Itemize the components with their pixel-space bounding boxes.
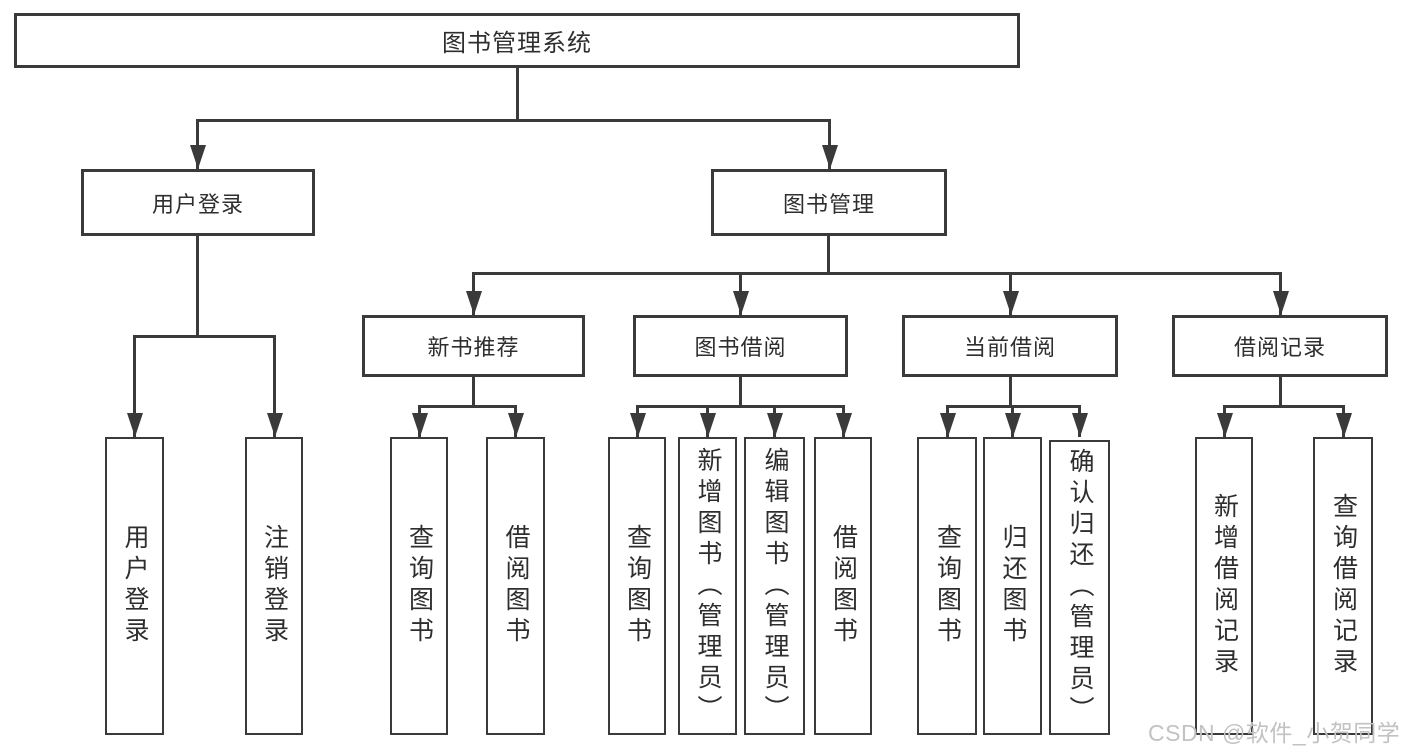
leaf-confirm-return-admin: 确认归还（管理员） bbox=[1049, 440, 1110, 735]
csdn-watermark: CSDN @软件_小贺同学 bbox=[1148, 720, 1401, 746]
leaf-query-borrow-record: 查询借阅记录 bbox=[1313, 437, 1373, 735]
leaf-query-books-current: 查询图书 bbox=[917, 437, 977, 735]
node-book-borrowing: 图书借阅 bbox=[633, 315, 848, 377]
leaf-query-books-borrow: 查询图书 bbox=[608, 437, 666, 735]
node-new-book-recommendation: 新书推荐 bbox=[362, 315, 585, 377]
leaf-logout: 注销登录 bbox=[245, 437, 303, 735]
leaf-query-books-rec: 查询图书 bbox=[390, 437, 448, 735]
arrow-book-borrow-leaf-1 bbox=[636, 405, 639, 437]
arrow-to-borrow-records bbox=[1279, 272, 1282, 315]
connector-book-borrow-stem bbox=[739, 377, 742, 407]
node-book-management: 图书管理 bbox=[711, 169, 947, 236]
leaf-edit-book-admin: 编辑图书（管理员） bbox=[744, 437, 805, 735]
arrow-to-book-management bbox=[828, 119, 831, 169]
connector-new-book-stem bbox=[472, 377, 475, 407]
connector-root-branch bbox=[196, 119, 831, 122]
arrow-to-book-borrow bbox=[739, 272, 742, 315]
connector-user-login-branch bbox=[133, 335, 276, 338]
arrow-current-borrow-leaf-1 bbox=[946, 405, 949, 437]
arrow-new-book-leaf-2 bbox=[514, 405, 517, 437]
leaf-borrow-books: 借阅图书 bbox=[814, 437, 872, 735]
arrow-to-user-login bbox=[196, 119, 199, 169]
arrow-to-new-book-rec bbox=[472, 272, 475, 315]
connector-borrow-records-stem bbox=[1279, 377, 1282, 407]
arrow-to-current-borrow bbox=[1009, 272, 1012, 315]
connector-book-borrow-branch bbox=[636, 405, 845, 408]
arrow-book-borrow-leaf-4 bbox=[842, 405, 845, 437]
arrow-borrow-records-leaf-2 bbox=[1342, 405, 1345, 437]
connector-root-stem bbox=[516, 68, 519, 121]
arrow-borrow-records-leaf-1 bbox=[1223, 405, 1226, 437]
connector-borrow-records-branch bbox=[1223, 405, 1345, 408]
leaf-borrow-books-rec: 借阅图书 bbox=[486, 437, 545, 735]
leaf-add-book-admin: 新增图书（管理员） bbox=[678, 437, 737, 735]
arrow-book-borrow-leaf-2 bbox=[706, 405, 709, 437]
node-user-login: 用户登录 bbox=[81, 169, 315, 236]
arrow-current-borrow-leaf-2 bbox=[1011, 405, 1014, 437]
node-current-borrowing: 当前借阅 bbox=[902, 315, 1118, 377]
connector-user-login-stem bbox=[196, 236, 199, 337]
leaf-return-books: 归还图书 bbox=[983, 437, 1042, 735]
arrow-book-borrow-leaf-3 bbox=[773, 405, 776, 437]
connector-new-book-branch bbox=[418, 405, 517, 408]
arrow-current-borrow-leaf-3 bbox=[1078, 405, 1081, 437]
leaf-add-borrow-record: 新增借阅记录 bbox=[1195, 437, 1253, 735]
leaf-user-login: 用户登录 bbox=[105, 437, 164, 735]
node-borrowing-records: 借阅记录 bbox=[1172, 315, 1388, 377]
arrow-to-leaf-user-login bbox=[133, 335, 136, 437]
connector-book-mgmt-branch bbox=[472, 272, 1282, 275]
connector-current-borrow-stem bbox=[1009, 377, 1012, 407]
arrow-new-book-leaf-1 bbox=[418, 405, 421, 437]
arrow-to-leaf-logout bbox=[273, 335, 276, 437]
node-root-system: 图书管理系统 bbox=[14, 13, 1020, 68]
connector-book-mgmt-stem bbox=[827, 236, 830, 274]
